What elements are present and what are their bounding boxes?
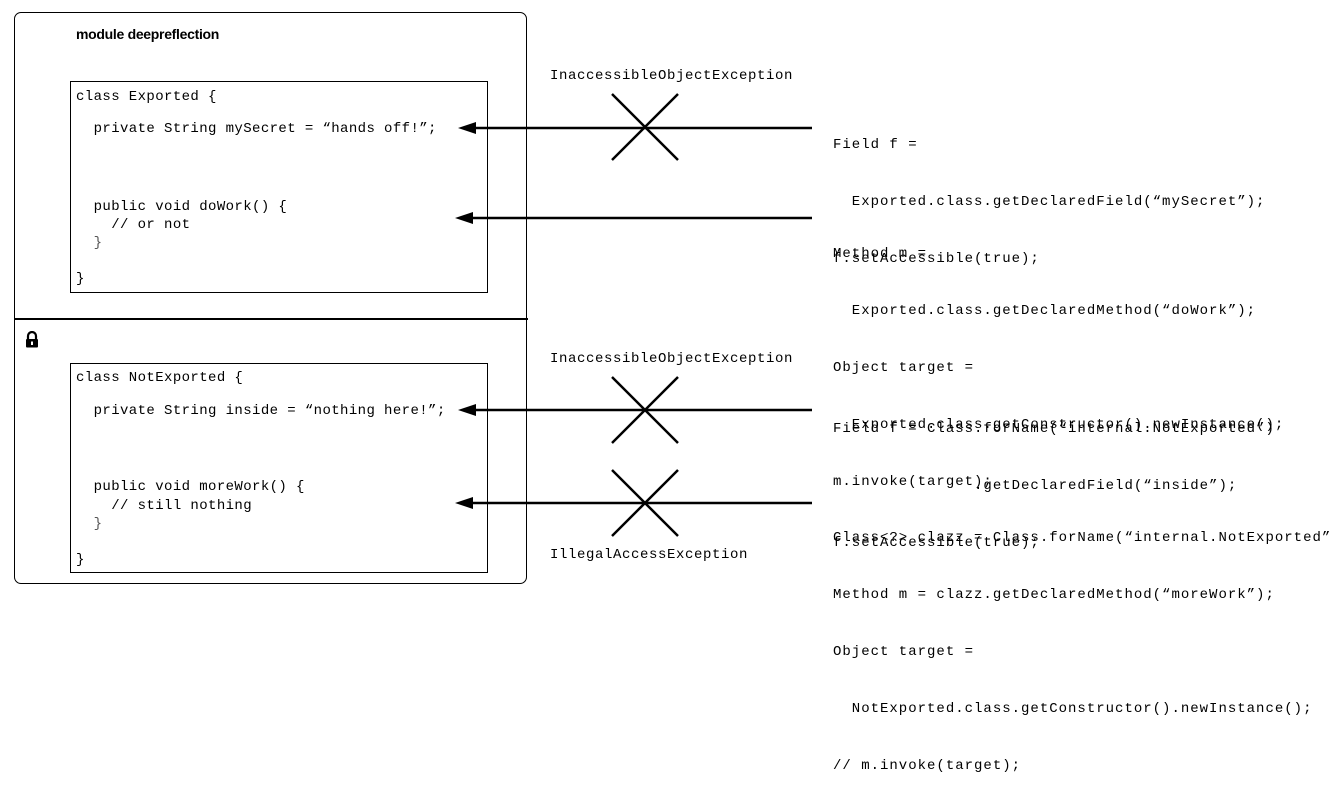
code-line: Object target = [833,360,975,376]
code-line: Method m = clazz.getDeclaredMethod(“more… [833,587,1275,603]
code-line: .getDeclaredField(“inside”); [833,478,1238,494]
code-line: Exported.class.getDeclaredMethod(“doWork… [833,303,1257,319]
arrow-internal-method [455,497,812,509]
snippet-exported-method: Method m = Exported.class.getDeclaredMet… [833,207,1284,511]
module-title: module deepreflection [76,26,220,42]
arrow-exported-field [458,122,812,134]
exception-label: InaccessibleObjectException [550,351,794,367]
method-line: } [76,235,103,251]
code-line: Method m = [833,246,928,262]
private-field: private String mySecret = “hands off!”; [76,121,437,137]
module-divider [14,318,528,320]
code-line: Field f = [833,137,918,153]
code-line: Object target = [833,644,975,660]
method-line: public void moreWork() { [76,479,305,495]
snippet-internal-method: Class<?> clazz = Class.forName(“internal… [833,491,1332,795]
code-line: Exported.class.getDeclaredField(“mySecre… [833,194,1266,210]
class-header: class NotExported { [76,370,244,386]
code-line: Exported.class.getConstructor().newInsta… [833,417,1285,433]
not-exported-class-box: class NotExported { private String insid… [70,363,488,573]
lock-icon [25,330,39,353]
class-header: class Exported { [76,89,217,105]
method-line: public void doWork() { [76,199,288,215]
blocked-x-icon [611,93,679,161]
method-line: // still nothing [76,498,253,514]
code-line: m.invoke(target); [833,474,993,490]
exception-label: InaccessibleObjectException [550,68,794,84]
blocked-x-icon [611,376,679,444]
code-line: Field f = Class.forName(“internal.NotExp… [833,421,1275,437]
method-line: // or not [76,217,191,233]
blocked-x-icon [611,469,679,537]
snippet-exported-field: Field f = Exported.class.getDeclaredFiel… [833,98,1265,288]
class-footer: } [76,271,85,287]
exported-class-box: class Exported { private String mySecret… [70,81,488,293]
arrow-exported-method [455,212,812,224]
exception-label: IllegalAccessException [550,547,749,563]
code-line: Class<?> clazz = Class.forName(“internal… [833,530,1332,546]
snippet-internal-field: Field f = Class.forName(“internal.NotExp… [833,382,1275,572]
code-line: f.setAccessible(true); [833,251,1040,267]
arrows-layer [455,93,812,537]
code-line: // m.invoke(target); [833,758,1022,774]
module-box [14,12,527,584]
private-field: private String inside = “nothing here!”; [76,403,446,419]
method-line: } [76,516,103,532]
code-line: NotExported.class.getConstructor().newIn… [833,701,1313,717]
arrow-internal-field [458,404,812,416]
code-line: f.setAccessible(true); [833,535,1040,551]
class-footer: } [76,552,85,568]
